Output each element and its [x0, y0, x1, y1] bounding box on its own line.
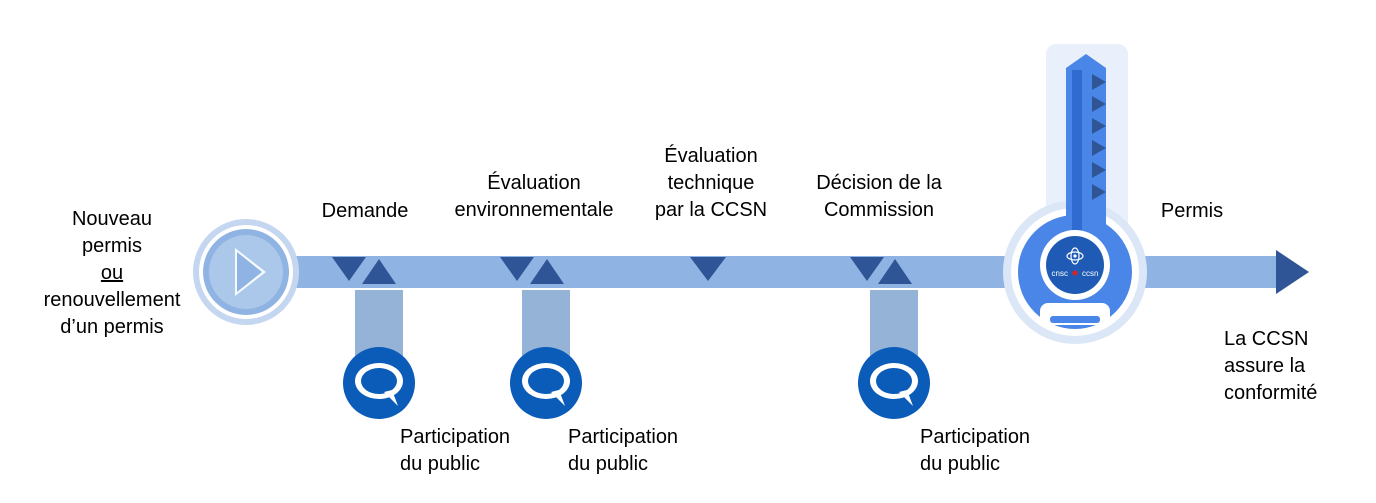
marker-decision-commission [850, 257, 912, 284]
participation-1-line-2: du public [400, 453, 481, 475]
start-line-1: Nouveau [71, 208, 153, 230]
compliance-line-2: assure la [1224, 355, 1306, 377]
step-eval-env-line-1: Évaluation [487, 172, 581, 194]
atom-icon [1066, 251, 1084, 261]
key-icon [1003, 44, 1147, 344]
step-eval-tech-line-2: technique [667, 172, 755, 194]
logo-text-right: ccsn [1082, 269, 1098, 278]
marker-evaluation-technique [690, 257, 726, 281]
participation-3-line-1: Participation [920, 426, 1031, 448]
participation-label-1: Participation du public [400, 424, 510, 478]
participation-2-line-2: du public [568, 453, 649, 475]
step-decision-line-1: Décision de la [816, 172, 942, 194]
compliance-line-3: conformité [1224, 382, 1318, 404]
start-line-2: permis [81, 235, 142, 257]
step-decision-line-2: Commission [823, 199, 935, 221]
compliance-label: La CCSN assure la conformité [1224, 326, 1317, 407]
step-demande-text: Demande [321, 200, 409, 222]
start-line-4: renouvellement [43, 289, 181, 311]
participation-2-line-1: Participation [568, 426, 679, 448]
step-permis-text: Permis [1160, 200, 1224, 222]
step-label-permis: Permis [1142, 198, 1242, 225]
start-label: Nouveau permis ou renouvellement d’un pe… [22, 206, 202, 341]
marker-demande [332, 257, 396, 284]
participation-bubble-1 [343, 290, 415, 419]
logo-red-dot [1072, 270, 1078, 276]
step-eval-env-line-2: environnementale [454, 199, 614, 221]
participation-label-3: Participation du public [920, 424, 1030, 478]
logo-text-left: cnsc [1052, 269, 1068, 278]
marker-evaluation-environnementale [500, 257, 564, 284]
step-label-evaluation-environnementale: Évaluation environnementale [436, 170, 632, 224]
participation-3-line-2: du public [920, 453, 1001, 475]
step-label-decision-commission: Décision de la Commission [798, 170, 960, 224]
start-line-3: ou [100, 262, 124, 284]
timeline-arrowhead [1276, 250, 1309, 294]
participation-bubble-3 [858, 290, 930, 419]
participation-label-2: Participation du public [568, 424, 678, 478]
step-eval-tech-line-3: par la CCSN [654, 199, 768, 221]
start-play-icon [193, 219, 299, 325]
start-line-5: d’un permis [60, 316, 164, 338]
step-eval-tech-line-1: Évaluation [664, 145, 758, 167]
participation-bubble-2 [510, 290, 582, 419]
participation-1-line-1: Participation [400, 426, 511, 448]
step-label-evaluation-technique: Évaluation technique par la CCSN [636, 143, 786, 224]
compliance-line-1: La CCSN [1224, 328, 1309, 350]
step-label-demande: Demande [300, 198, 430, 225]
